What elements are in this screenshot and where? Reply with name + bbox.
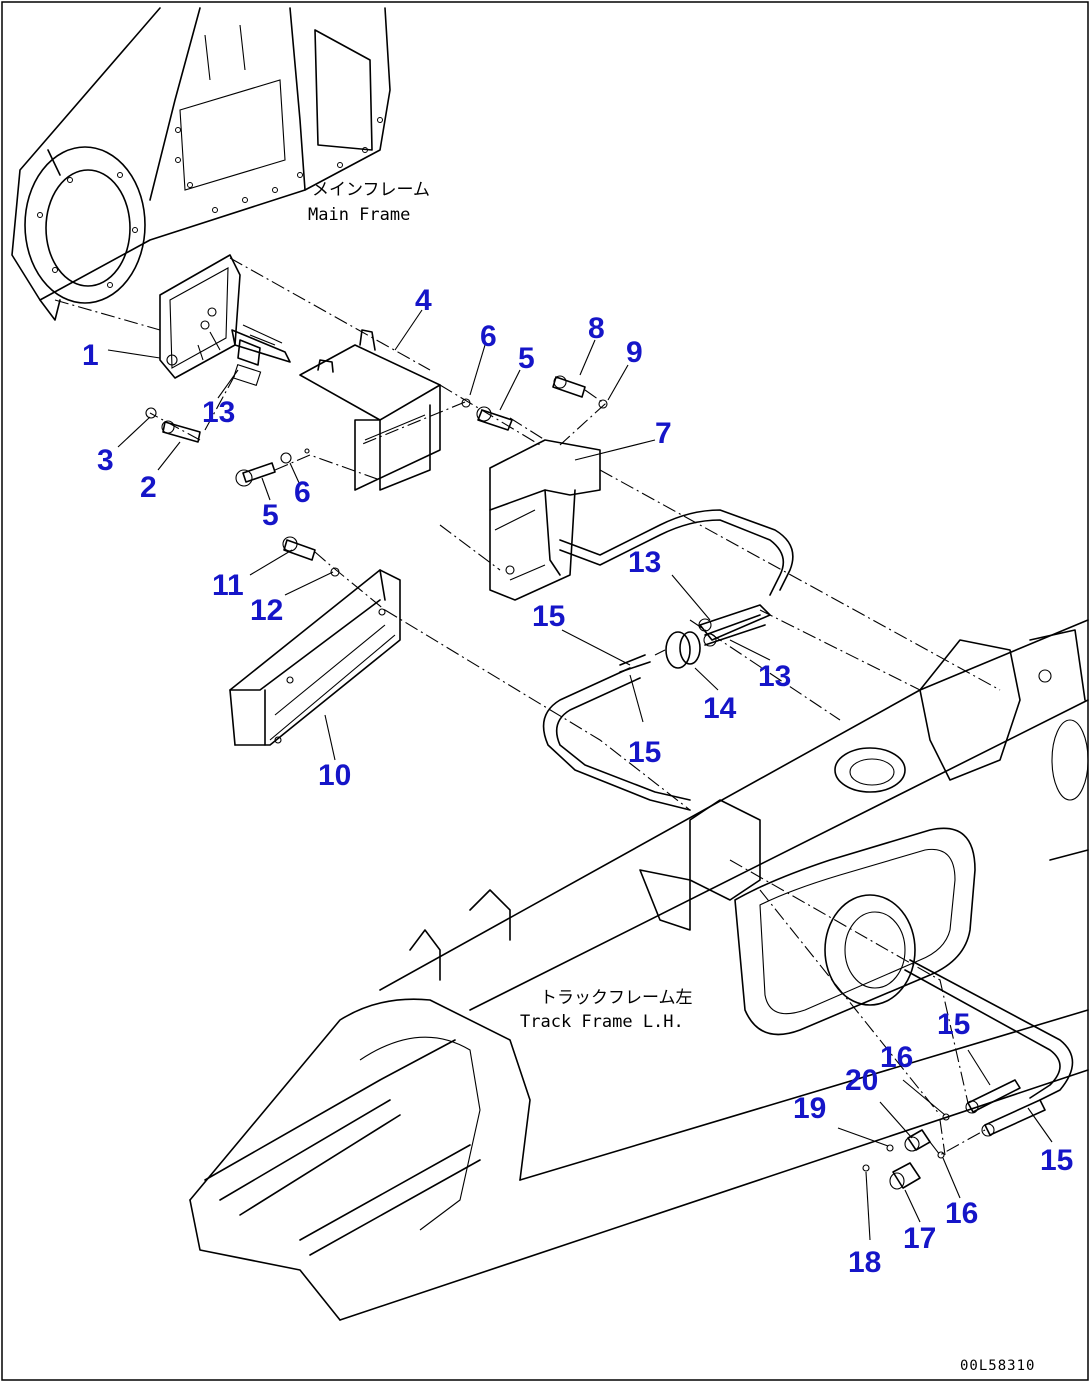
drawing-code-label: 00L58310 bbox=[960, 1358, 1035, 1374]
bolt-5-upper bbox=[476, 406, 513, 431]
cover-part bbox=[489, 439, 601, 601]
callout-4: 4 bbox=[415, 284, 432, 317]
fittings-lower bbox=[862, 959, 1074, 1190]
seal-16-lower bbox=[937, 1151, 945, 1159]
callout-7: 7 bbox=[655, 417, 672, 450]
plug-17 bbox=[889, 1162, 921, 1190]
callout-5-lower: 5 bbox=[262, 499, 279, 532]
bolt-2 bbox=[161, 420, 201, 443]
callout-20: 20 bbox=[845, 1064, 878, 1097]
main-frame-drawing bbox=[11, 7, 391, 321]
seal-19 bbox=[886, 1144, 894, 1152]
track-frame-jp-label: トラックフレーム左 bbox=[540, 988, 693, 1008]
callout-15-lower-top: 15 bbox=[937, 1008, 970, 1041]
connector-cluster-upper bbox=[231, 324, 291, 387]
callout-15-lower-right: 15 bbox=[1040, 1144, 1073, 1177]
callout-11: 11 bbox=[212, 569, 244, 602]
grommet-14 bbox=[665, 631, 701, 669]
callout-18: 18 bbox=[848, 1246, 881, 1279]
tube-15-lower-right bbox=[981, 1099, 1046, 1137]
callout-3: 3 bbox=[97, 444, 114, 477]
callout-9: 9 bbox=[626, 336, 643, 369]
tube-assembly-upper bbox=[542, 509, 794, 811]
main-frame-jp-label: メインフレーム bbox=[312, 180, 430, 200]
callout-13-right: 13 bbox=[758, 660, 791, 693]
callout-15-middle: 15 bbox=[628, 736, 661, 769]
guard-part bbox=[229, 569, 401, 746]
tube-15-upper bbox=[542, 654, 691, 811]
callout-16-lower: 16 bbox=[945, 1197, 978, 1230]
track-frame-drawing bbox=[189, 619, 1089, 1321]
seal-18 bbox=[862, 1164, 870, 1172]
callout-15-upper: 15 bbox=[532, 600, 565, 633]
track-frame-en-label: Track Frame L.H. bbox=[520, 1012, 684, 1032]
callout-16-upper: 16 bbox=[880, 1041, 913, 1074]
callout-6-upper: 6 bbox=[480, 320, 497, 353]
washer-3 bbox=[145, 407, 157, 419]
callout-6-lower: 6 bbox=[294, 476, 311, 509]
callout-12: 12 bbox=[250, 594, 283, 627]
guide-lines bbox=[54, 257, 1001, 1156]
main-frame-en-label: Main Frame bbox=[308, 205, 410, 225]
callout-17: 17 bbox=[903, 1222, 936, 1255]
callout-13-left: 13 bbox=[202, 396, 235, 429]
washer-9 bbox=[598, 399, 608, 409]
tube-15-lower-upper bbox=[965, 1079, 1021, 1114]
callout-14: 14 bbox=[703, 692, 737, 725]
callout-2: 2 bbox=[140, 471, 157, 504]
callouts: 1 2 3 4 5 5 6 6 7 8 9 10 11 12 13 13 13 … bbox=[82, 284, 1073, 1279]
leader-lines bbox=[107, 309, 1053, 1241]
callout-10: 10 bbox=[318, 759, 351, 792]
bolt-8 bbox=[552, 375, 586, 398]
callout-5-upper: 5 bbox=[518, 342, 535, 375]
seal-16-upper bbox=[942, 1113, 950, 1121]
washer-6-lower bbox=[280, 452, 292, 464]
callout-13-upper: 13 bbox=[628, 546, 661, 579]
callout-19: 19 bbox=[793, 1092, 826, 1125]
bolt-5-lower bbox=[235, 462, 276, 487]
callout-1: 1 bbox=[82, 339, 99, 372]
callout-8: 8 bbox=[588, 312, 605, 345]
